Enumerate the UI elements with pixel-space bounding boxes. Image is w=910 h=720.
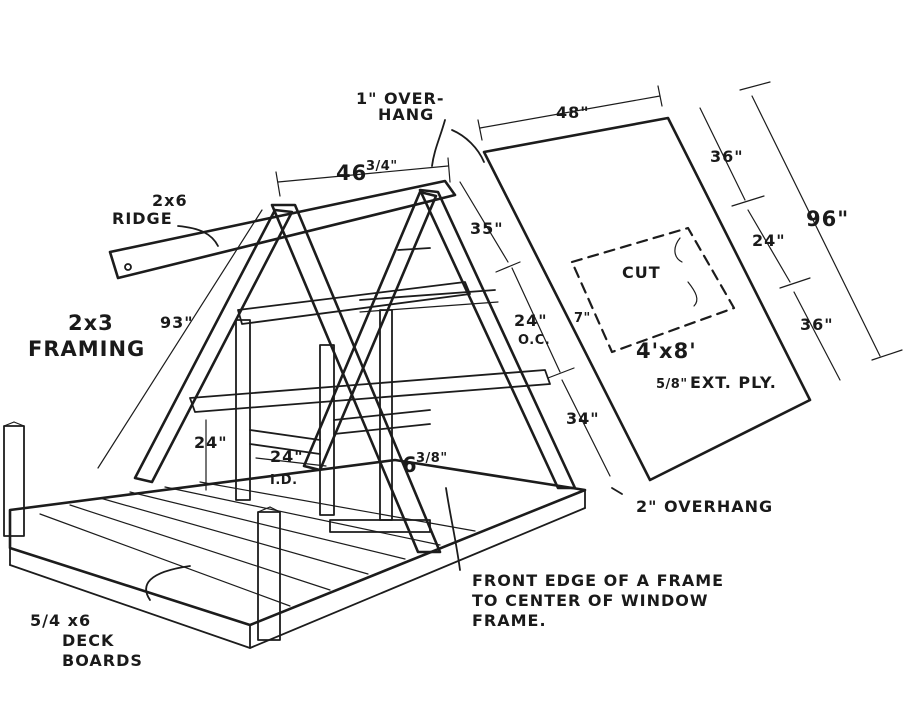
ply-type-label: EXT. PLY. bbox=[690, 373, 777, 392]
ridge-label: RIDGE bbox=[112, 209, 173, 228]
mid-spacing-label: 24" bbox=[514, 311, 548, 330]
offset-whole-label: 6 bbox=[402, 453, 418, 477]
sheet-length-label: 96" bbox=[806, 207, 849, 231]
leader-arrows bbox=[145, 119, 698, 601]
note-line-1: FRONT EDGE OF A FRAME bbox=[472, 571, 724, 590]
deck-boards-label: BOARDS bbox=[62, 651, 143, 670]
inner-width-label: 24" bbox=[270, 447, 304, 466]
rafter-length-label: 93" bbox=[160, 313, 194, 332]
sheet-width-label: 48" bbox=[556, 103, 590, 122]
deck-label: DECK bbox=[62, 631, 114, 650]
ply-size-label: 4'x8' bbox=[636, 339, 697, 363]
floor-height-label: 24" bbox=[194, 433, 228, 452]
ridge-size-label: 2x6 bbox=[152, 191, 188, 210]
deck-size-label: 5/4 x6 bbox=[30, 611, 91, 630]
a-frame-structure bbox=[108, 179, 577, 554]
overhang-bottom-label: 2" OVERHANG bbox=[636, 497, 773, 516]
dimension-lines bbox=[97, 81, 903, 491]
note-line-2: TO CENTER OF WINDOW bbox=[472, 591, 709, 610]
sheet-bottom-segment-label: 36" bbox=[800, 315, 834, 334]
bottom-spacing-label: 34" bbox=[566, 409, 600, 428]
sheet-mid-segment-label: 24" bbox=[752, 231, 786, 250]
note-line-3: FRAME. bbox=[472, 611, 547, 630]
ridge-width-fraction: 3/4" bbox=[366, 159, 398, 174]
overhang-top-label-1: 1" OVER- bbox=[356, 89, 444, 108]
plywood-sheet bbox=[482, 116, 812, 482]
deck-posts bbox=[3, 421, 281, 641]
ridge-width-label: 46 bbox=[336, 161, 367, 185]
top-spacing-label: 35" bbox=[470, 219, 504, 238]
framing-size-label: 2x3 bbox=[68, 311, 114, 335]
framing-label: FRAMING bbox=[28, 337, 145, 361]
overhang-top-label-2: HANG bbox=[378, 105, 434, 124]
cut-label: CUT bbox=[622, 263, 661, 282]
inner-width-id: I.D. bbox=[270, 473, 298, 488]
ply-thickness-label: 5/8" bbox=[656, 377, 688, 392]
sheet-top-segment-label: 36" bbox=[710, 147, 744, 166]
dimension-labels: 1" OVER- HANG 46 3/4" 2x6 RIDGE 2x3 FRAM… bbox=[28, 89, 849, 670]
cut-offset-label: 7" bbox=[574, 311, 591, 326]
offset-fraction-label: 3/8" bbox=[416, 451, 448, 466]
deck-platform bbox=[8, 458, 587, 649]
mid-spacing-oc: O.C. bbox=[518, 333, 550, 348]
